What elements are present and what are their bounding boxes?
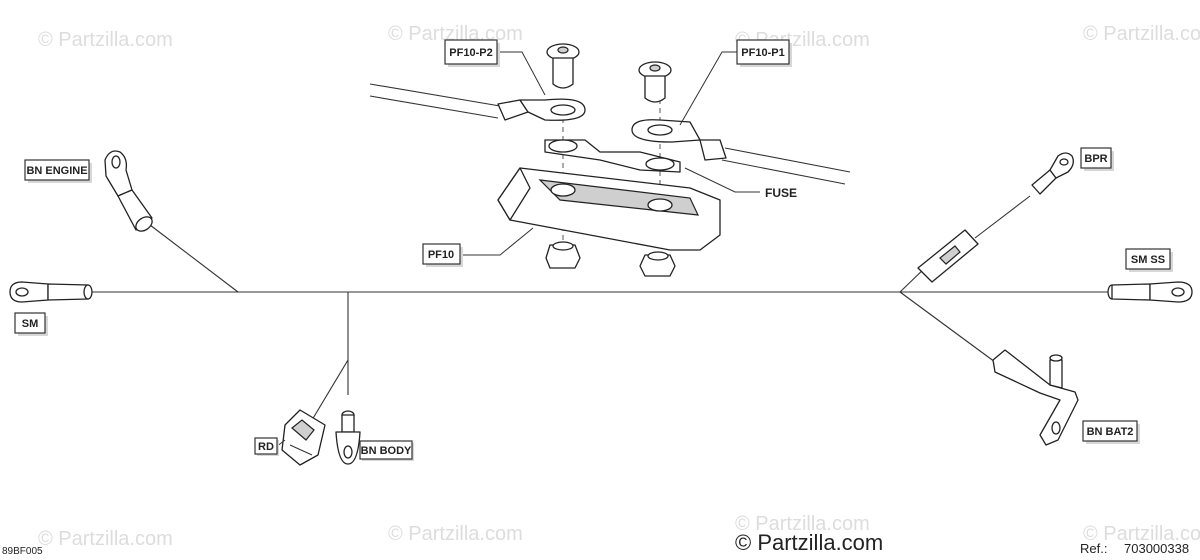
label-sm: SM xyxy=(14,312,48,336)
svg-text:SM SS: SM SS xyxy=(1131,254,1165,266)
svg-text:PF10-P1: PF10-P1 xyxy=(741,47,784,59)
bpr-terminal xyxy=(917,152,1074,283)
svg-text:FUSE: FUSE xyxy=(765,186,797,200)
nut-left xyxy=(545,244,581,269)
pf10-p2-lug xyxy=(497,98,586,121)
nut-right xyxy=(639,254,676,277)
leader-lines xyxy=(275,51,760,448)
leader-pf10-p2 xyxy=(498,51,546,96)
bn-bat2-branch-wire xyxy=(899,291,996,363)
watermark: © Partzilla.com xyxy=(1083,23,1200,45)
svg-text:PF10: PF10 xyxy=(428,249,454,261)
bn-body-terminal xyxy=(335,410,361,465)
copyright-text: © Partzilla.com xyxy=(735,530,883,555)
pf10-p2-cable-top xyxy=(369,83,501,107)
pf10-nuts xyxy=(545,241,676,277)
label-fuse: FUSE xyxy=(765,186,797,200)
svg-text:RD: RD xyxy=(258,441,274,453)
label-pf10-p1: PF10-P1 xyxy=(736,39,792,67)
svg-text:BN ENGINE: BN ENGINE xyxy=(26,165,87,177)
svg-text:PF10-P2: PF10-P2 xyxy=(449,47,492,59)
pf10-p1-screw xyxy=(638,61,672,103)
label-rd: RD xyxy=(254,437,279,456)
footer: 89BF005 © Partzilla.com Ref.: 703000338 xyxy=(2,530,1189,557)
harness-wires xyxy=(92,83,1110,421)
sm-ss-ring-terminal xyxy=(1107,281,1193,303)
pf10-fuse-holder xyxy=(497,167,721,251)
diagram-code: 89BF005 xyxy=(2,546,43,557)
leader-fuse xyxy=(684,167,760,193)
ref-label: Ref.: xyxy=(1080,541,1107,556)
label-bn-bat2: BN BAT2 xyxy=(1082,420,1140,444)
fuse-link xyxy=(544,139,681,173)
label-pf10: PF10 xyxy=(422,243,463,267)
pf10-p1-cable-bottom xyxy=(721,159,846,185)
watermark: © Partzilla.com xyxy=(735,513,870,535)
label-sm-ss: SM SS xyxy=(1125,248,1173,272)
rd-connector xyxy=(281,409,326,466)
label-pf10-p2: PF10-P2 xyxy=(444,39,500,67)
sm-ring-terminal xyxy=(9,281,93,303)
pf10-p1-lug xyxy=(631,119,727,161)
bpr-branch-wire-2 xyxy=(974,195,1031,239)
bn-engine-terminal xyxy=(104,150,153,232)
leader-pf10 xyxy=(463,227,534,256)
watermark: © Partzilla.com xyxy=(388,523,523,545)
pf10-p1-cable-top xyxy=(724,147,851,173)
bn-bat2-terminal xyxy=(992,349,1079,446)
label-bn-engine: BN ENGINE xyxy=(24,159,92,183)
rd-branch-wire xyxy=(311,359,349,421)
svg-text:BN BAT2: BN BAT2 xyxy=(1087,426,1134,438)
ref-number: 703000338 xyxy=(1124,541,1189,556)
label-bpr: BPR xyxy=(1080,147,1114,171)
label-bn-body: BN BODY xyxy=(359,440,414,461)
svg-text:SM: SM xyxy=(22,318,39,330)
watermark: © Partzilla.com xyxy=(38,528,173,550)
watermark-layer: © Partzilla.com © Partzilla.com © Partzi… xyxy=(38,23,1200,550)
svg-text:BN BODY: BN BODY xyxy=(361,445,412,457)
pf10-p2-cable-bottom xyxy=(369,95,499,119)
watermark: © Partzilla.com xyxy=(1083,523,1200,545)
watermark: © Partzilla.com xyxy=(38,29,173,51)
leader-pf10-p1 xyxy=(679,51,737,126)
bn-engine-branch-wire xyxy=(149,224,239,293)
svg-text:BPR: BPR xyxy=(1084,153,1107,165)
pf10-p2-screw xyxy=(546,43,580,89)
